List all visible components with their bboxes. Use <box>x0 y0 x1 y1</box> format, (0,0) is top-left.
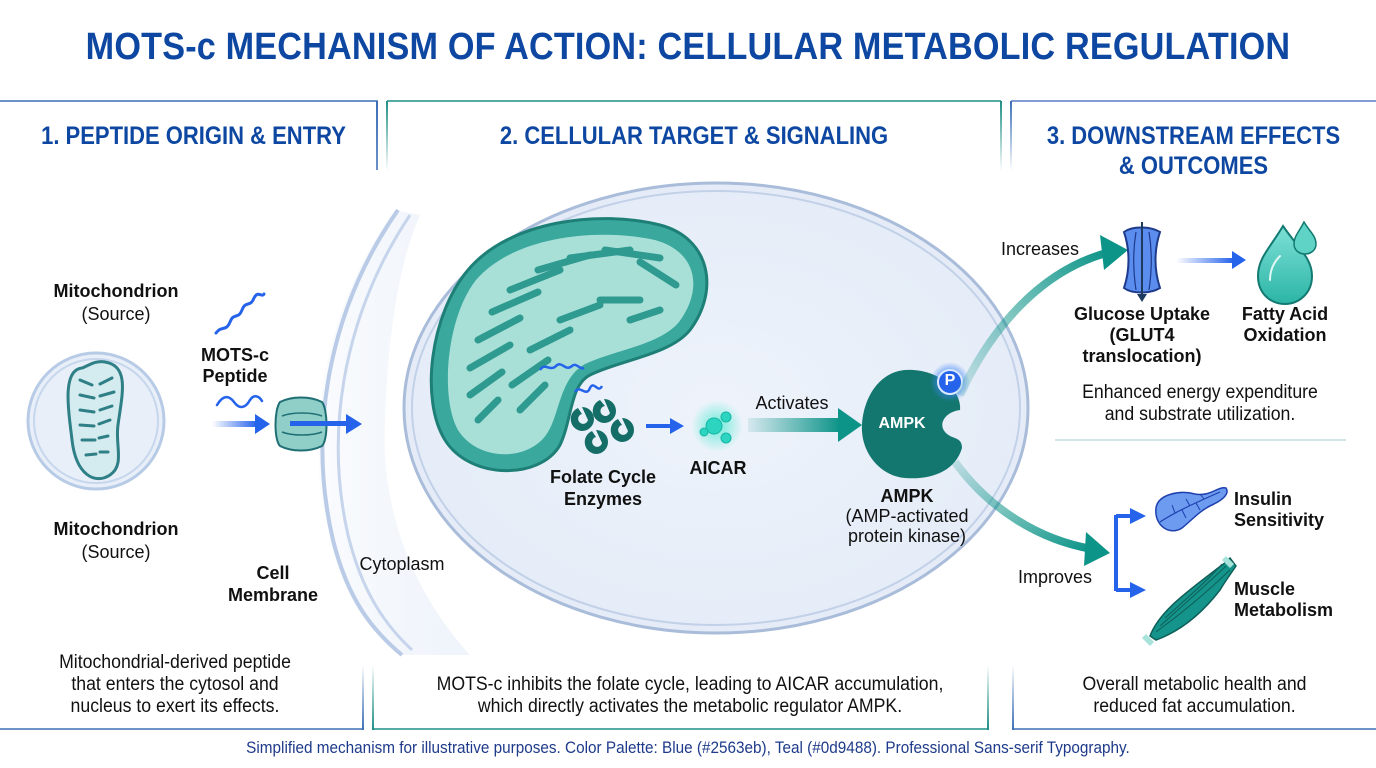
increases-curve-arrow <box>956 235 1128 397</box>
pancreas-icon <box>1155 487 1228 532</box>
section-3-heading-line2: & OUTCOMES <box>1118 152 1269 180</box>
peptide-label-line1: MOTS-c <box>200 345 269 365</box>
fatty-label-line1: Fatty Acid <box>1241 304 1329 324</box>
fat-droplet-icon <box>1256 220 1317 306</box>
ampk-name: AMPK <box>880 486 934 506</box>
section-3-heading-line1: 3. DOWNSTREAM EFFECTS <box>1046 122 1341 150</box>
section-3-desc-line2: reduced fat accumulation. <box>1093 696 1296 717</box>
aicar-molecule-icon <box>691 400 743 452</box>
ampk-inner-label: AMPK <box>878 415 926 432</box>
muscle-icon <box>1142 556 1237 646</box>
glut4-transporter-icon <box>1122 222 1162 302</box>
phosphate-label: P <box>944 372 956 389</box>
mito-top-sub: (Source) <box>81 304 151 324</box>
mito-top-name: Mitochondrion <box>53 281 179 301</box>
section-2-heading: 2. CELLULAR TARGET & SIGNALING <box>499 122 889 150</box>
improves-curve-arrow <box>951 459 1110 566</box>
branch-arrows <box>1114 508 1146 598</box>
mots-c-peptide-icon <box>214 292 266 409</box>
ampk-full-line1: (AMP-activated <box>845 506 969 526</box>
fatty-label-line2: Oxidation <box>1243 325 1327 345</box>
aicar-label: AICAR <box>689 458 747 478</box>
insulin-label-line2: Sensitivity <box>1234 510 1325 530</box>
section-2-desc-line1: MOTS-c inhibits the folate cycle, leadin… <box>436 674 944 695</box>
glucose-label-line1: Glucose Uptake <box>1073 304 1211 324</box>
insulin-label-line1: Insulin <box>1234 489 1292 509</box>
section-3-desc-line1: Overall metabolic health and <box>1082 674 1307 695</box>
folate-label-line2: Enzymes <box>563 489 643 509</box>
mito-bottom-name: Mitochondrion <box>53 519 179 539</box>
energy-text-line1: Enhanced energy expenditure <box>1082 382 1318 403</box>
membrane-channel-icon <box>274 396 362 452</box>
section-1-desc-line2: that enters the cytosol and <box>71 674 279 695</box>
increases-label: Increases <box>1000 239 1080 259</box>
membrane-label-line2: Membrane <box>227 585 319 605</box>
footer-note: Simplified mechanism for illustrative pu… <box>246 738 1130 757</box>
ampk-full-line2: protein kinase) <box>847 526 967 546</box>
muscle-label-line1: Muscle <box>1234 579 1296 599</box>
energy-text-line2: and substrate utilization. <box>1104 404 1296 425</box>
mito-bottom-sub: (Source) <box>81 542 151 562</box>
folate-label-line1: Folate Cycle <box>549 467 657 487</box>
panel-frames <box>0 100 1376 730</box>
source-mitochondrion-icon <box>26 351 166 491</box>
activates-arrow <box>748 408 862 442</box>
cytoplasm-label: Cytoplasm <box>359 554 445 574</box>
activates-label: Activates <box>755 393 829 413</box>
section-2-desc-line2: which directly activates the metabolic r… <box>477 696 903 717</box>
glucose-label-line3: translocation) <box>1082 346 1202 366</box>
glucose-label-line2: (GLUT4 <box>1109 325 1175 345</box>
page-title: MOTS-c MECHANISM OF ACTION: CELLULAR MET… <box>85 26 1291 68</box>
folate-to-aicar-arrow <box>646 418 684 434</box>
glucose-to-fatty-arrow <box>1176 251 1246 269</box>
peptide-label-line2: Peptide <box>202 366 268 386</box>
membrane-label-line1: Cell <box>256 563 290 583</box>
section-1-desc-line3: nucleus to exert its effects. <box>70 696 280 717</box>
muscle-label-line2: Metabolism <box>1234 600 1334 620</box>
section-1-heading: 1. PEPTIDE ORIGIN & ENTRY <box>41 122 346 150</box>
mitochondrion-large-icon <box>429 217 709 473</box>
improves-label: Improves <box>1017 567 1093 587</box>
cell-membrane-arc <box>318 208 470 657</box>
folate-enzymes-icon <box>570 399 634 454</box>
entry-arrow <box>212 414 270 434</box>
section-1-desc-line1: Mitochondrial-derived peptide <box>59 652 291 673</box>
